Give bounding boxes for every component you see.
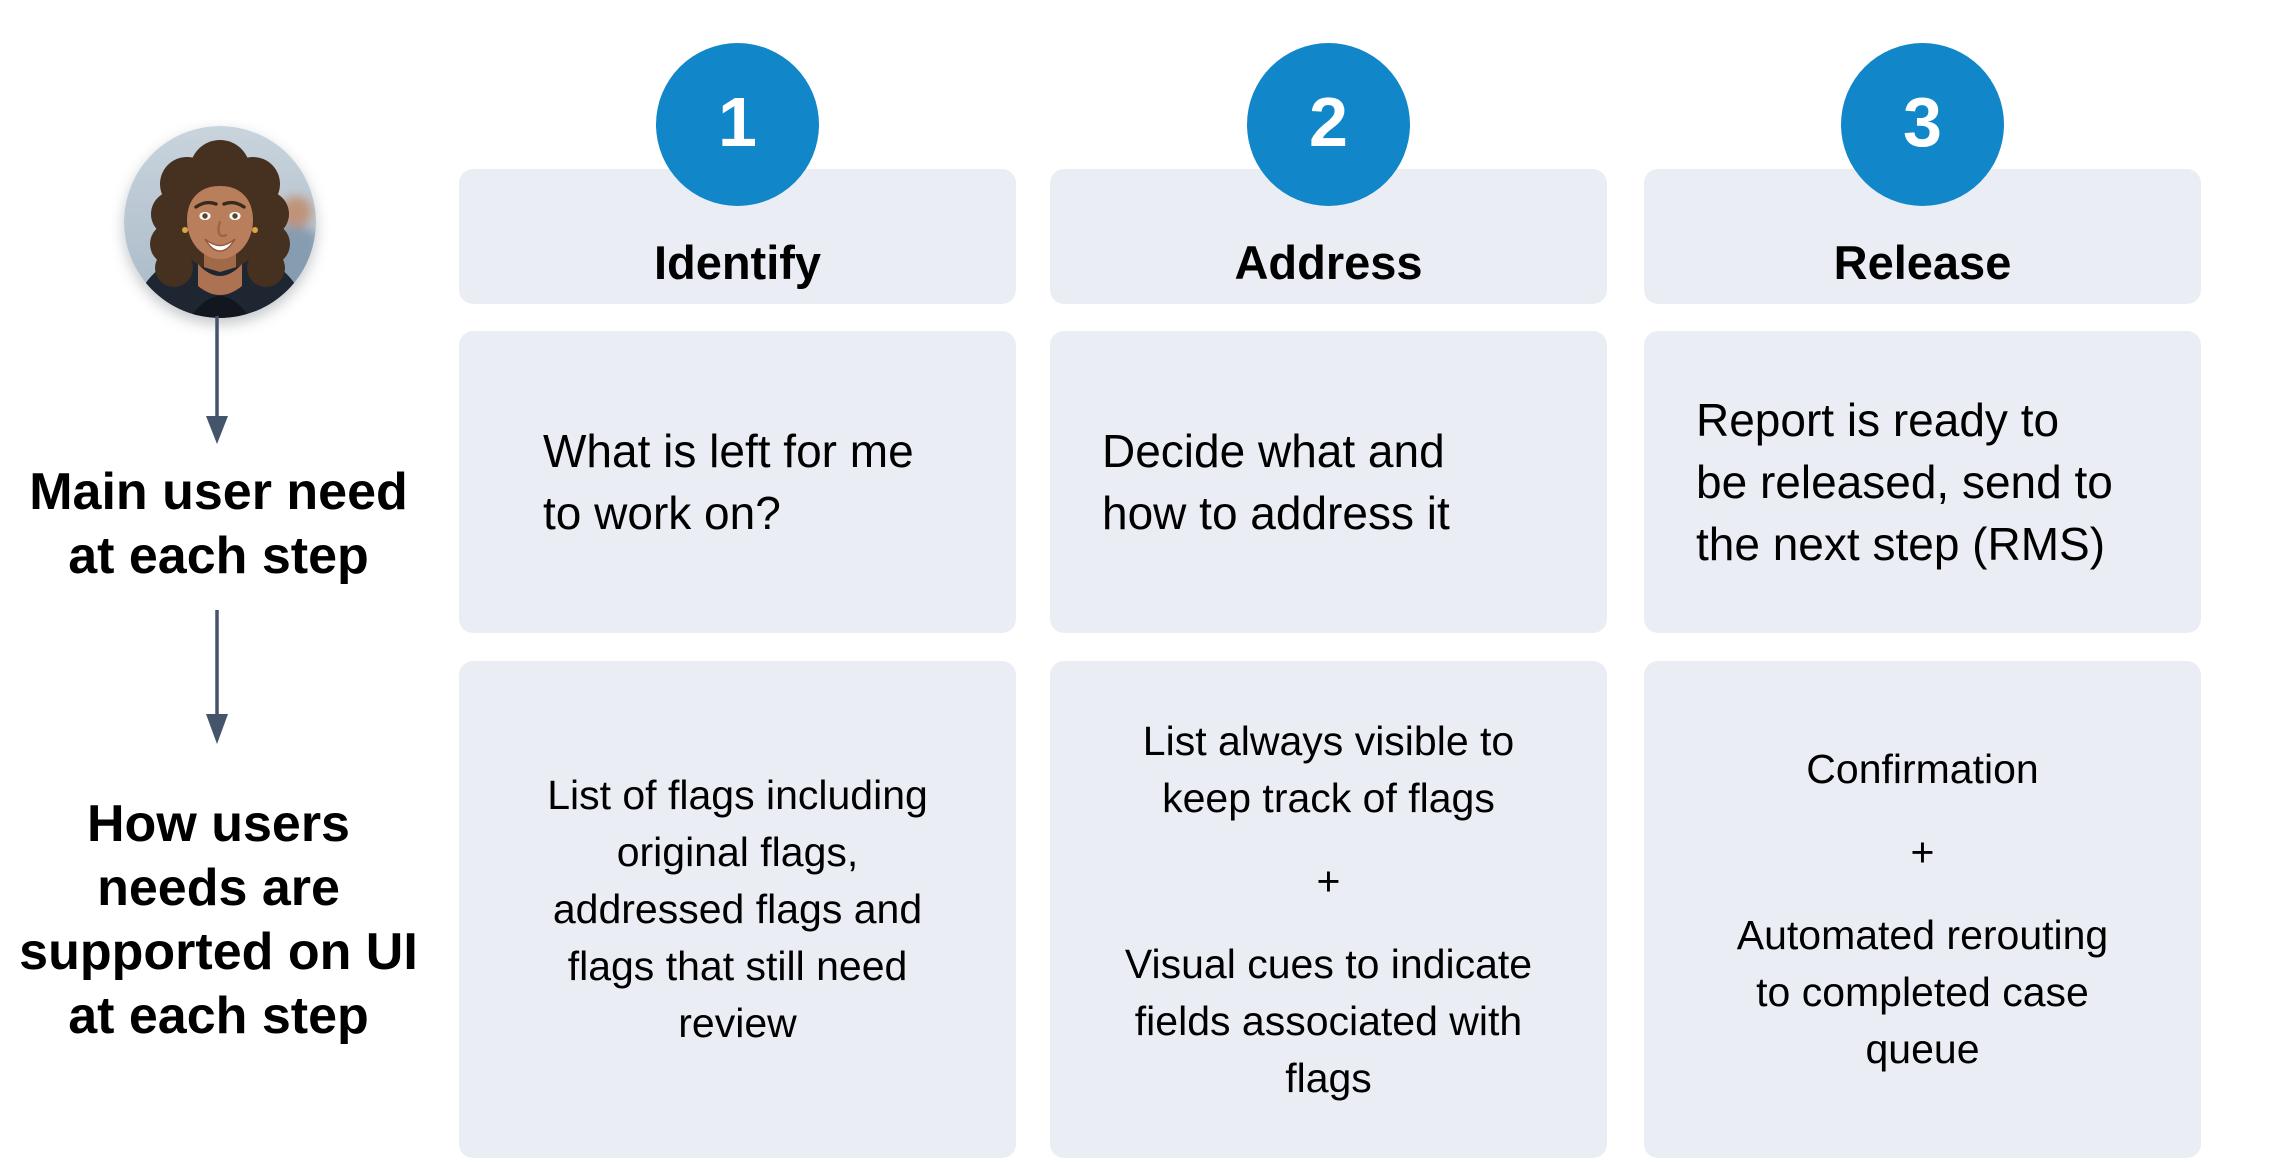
step-number: 1 bbox=[718, 82, 757, 161]
user-need-card: Report is ready to be released, send to … bbox=[1644, 331, 2201, 633]
user-need-text: What is left for me to work on? bbox=[543, 425, 914, 539]
step-2-badge: 2 bbox=[1247, 43, 1410, 206]
step-1-badge: 1 bbox=[656, 43, 819, 206]
ui-support-card: List of flags including original flags, … bbox=[459, 661, 1016, 1158]
support-paragraph: Automated rerouting to completed case qu… bbox=[1736, 912, 2109, 1072]
down-arrow-icon bbox=[206, 610, 228, 744]
step-number: 3 bbox=[1903, 82, 1942, 161]
user-need-card: What is left for me to work on? bbox=[459, 331, 1016, 633]
support-paragraph: Confirmation bbox=[1806, 746, 2039, 792]
step-title: Address bbox=[1234, 236, 1423, 289]
user-need-text: Report is ready to be released, send to … bbox=[1696, 394, 2113, 570]
step-number: 2 bbox=[1309, 82, 1348, 161]
ui-support-card: List always visible to keep track of fla… bbox=[1050, 661, 1607, 1158]
support-paragraph: Visual cues to indicate fields associate… bbox=[1124, 940, 1533, 1101]
row-label-how-supported: How users needs are supported on UI at e… bbox=[19, 795, 418, 1045]
user-need-card: Decide what and how to address it bbox=[1050, 331, 1607, 633]
plus-separator: + bbox=[1910, 829, 1935, 875]
user-need-text: Decide what and how to address it bbox=[1102, 425, 1450, 539]
avatar bbox=[124, 126, 316, 318]
ui-support-card: Confirmation + Automated rerouting to co… bbox=[1644, 661, 2201, 1158]
plus-separator: + bbox=[1316, 857, 1341, 904]
persona-photo bbox=[124, 126, 316, 318]
down-arrow-icon bbox=[206, 316, 228, 444]
row-label-main-user-need: Main user need at each step bbox=[29, 463, 408, 585]
support-paragraph: List always visible to keep track of fla… bbox=[1142, 717, 1515, 821]
support-paragraph: List of flags including original flags, … bbox=[547, 772, 928, 1046]
step-title: Identify bbox=[653, 236, 822, 289]
step-3-badge: 3 bbox=[1841, 43, 2004, 206]
step-title: Release bbox=[1833, 236, 2012, 289]
